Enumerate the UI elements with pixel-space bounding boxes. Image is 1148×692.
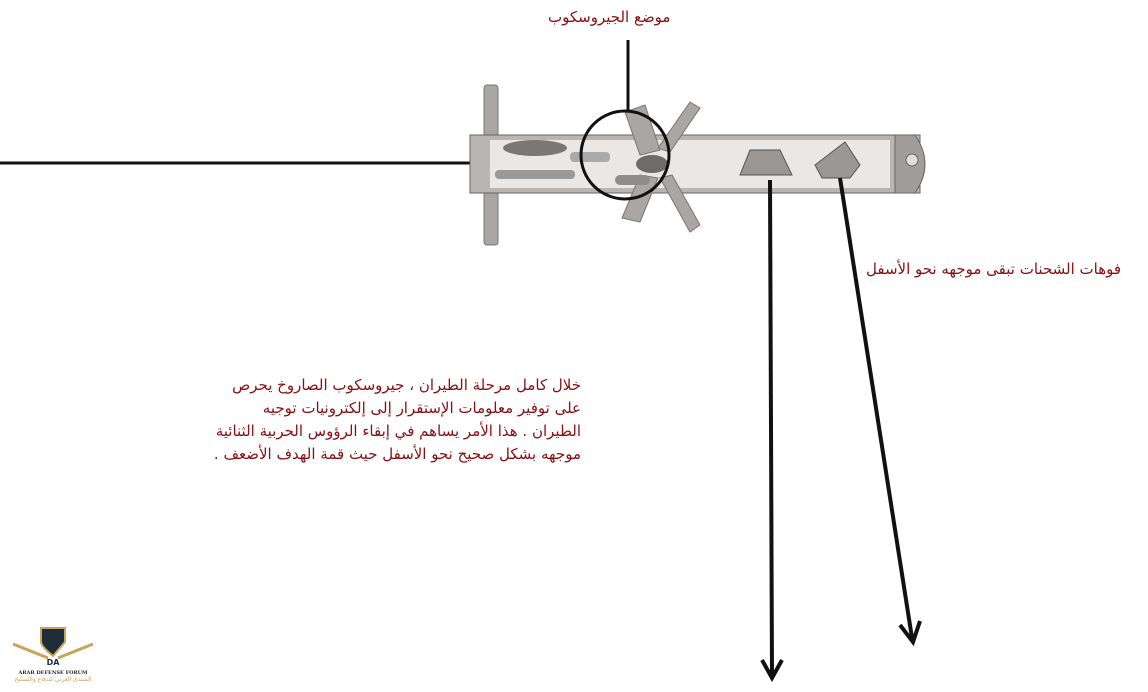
gyro-position-label: موضع الجيروسكوب	[548, 8, 671, 26]
mid-fin-lower-left	[621, 174, 659, 223]
precursor-charge	[739, 149, 793, 176]
precursor-arrow-line	[768, 179, 774, 676]
logo-arabic: المنتدى العربي للدفاع والتسليح	[14, 676, 92, 683]
gyro-rod	[615, 175, 650, 185]
warheads-down-label: فوهات الشحنات تبقى موجهه نحو الأسفل	[866, 260, 1122, 278]
main-charge-arrow-line	[838, 177, 914, 639]
logo-shield-icon: DA	[12, 627, 94, 667]
main-charge	[814, 141, 861, 179]
precursor-arrowhead-icon	[760, 659, 784, 683]
logo-initials: DA	[47, 658, 61, 666]
description-line: موجهه بشكل صحيح نحو الأسفل حيث قمة الهدف…	[213, 445, 581, 463]
rear-rod	[495, 170, 575, 179]
rear-tank	[503, 140, 567, 156]
rear-cylinder	[570, 152, 610, 162]
gyro-highlight-circle	[579, 109, 671, 201]
arab-defense-forum-logo: DA ARAB DEFENSE FORUM المنتدى العربي للد…	[8, 622, 98, 692]
mid-fin-upper-left	[624, 104, 661, 156]
gyroscope	[636, 155, 668, 173]
logo-english: ARAB DEFENSE FORUM	[18, 670, 88, 676]
description-paragraph: خلال كامل مرحلة الطيران ، جيروسكوب الصار…	[196, 374, 581, 466]
description-line: الطيران . هذا الأمر يساهم في إبقاء الرؤو…	[215, 422, 581, 440]
main-charge-arrowhead-icon	[898, 620, 922, 647]
nose-port	[905, 153, 919, 167]
description-line: على توفير معلومات الإستقرار إلى إلكتروني…	[262, 399, 581, 417]
description-line: خلال كامل مرحلة الطيران ، جيروسكوب الصار…	[232, 376, 581, 394]
mid-fin-lower-right	[659, 174, 701, 233]
